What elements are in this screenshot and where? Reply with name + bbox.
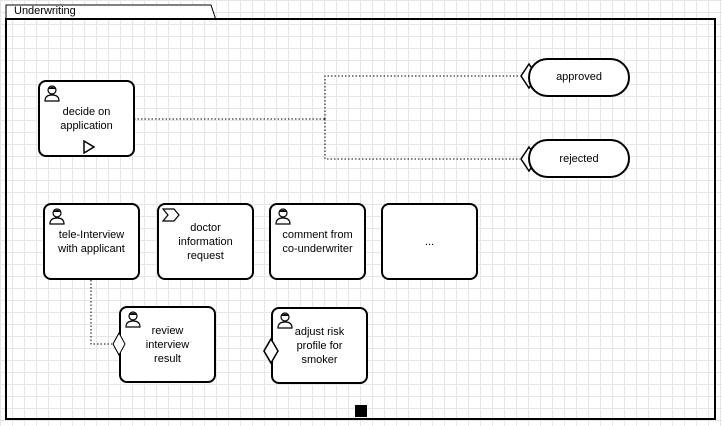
task-tele-label: tele-Interview with applicant [58, 229, 125, 255]
task-tele-interview[interactable]: tele-Interview with applicant [43, 203, 140, 280]
outcome-rejected[interactable]: rejected [528, 139, 630, 178]
connector-to-approved [324, 75, 520, 119]
task-comment-label: comment from co-underwriter [282, 229, 353, 255]
play-marker-icon [83, 140, 96, 154]
task-comment-co-underwriter[interactable]: comment from co-underwriter [269, 203, 366, 280]
send-flag-icon [162, 208, 180, 222]
frame-title: Underwriting [14, 5, 76, 17]
outcome-rejected-label: rejected [559, 153, 599, 165]
task-adjust-risk-profile[interactable]: adjust risk profile for smoker [271, 307, 368, 384]
task-doctor-label: doctor information request [178, 222, 233, 262]
outcome-approved-label: approved [556, 71, 602, 83]
task-adjust-label: adjust risk profile for smoker [294, 326, 345, 366]
user-icon [277, 312, 293, 329]
connector-tele-review [90, 280, 112, 345]
underwriting-frame [5, 18, 716, 420]
outcome-approved[interactable]: approved [528, 58, 630, 97]
end-marker-icon [355, 405, 367, 417]
task-decide-on-application[interactable]: decide on application [38, 80, 135, 157]
task-review-label: review interview result [145, 325, 190, 365]
frame-tab [5, 4, 217, 20]
task-more[interactable]: ... [381, 203, 478, 280]
task-doctor-information-request[interactable]: doctor information request [157, 203, 254, 280]
user-icon [275, 208, 291, 225]
user-icon [49, 208, 65, 225]
task-more-label: ... [424, 236, 435, 248]
task-decide-label: decide on application [60, 106, 113, 132]
connector-to-rejected [324, 119, 520, 160]
user-icon [125, 311, 141, 328]
task-review-interview-result[interactable]: review interview result [119, 306, 216, 383]
user-icon [44, 85, 60, 102]
